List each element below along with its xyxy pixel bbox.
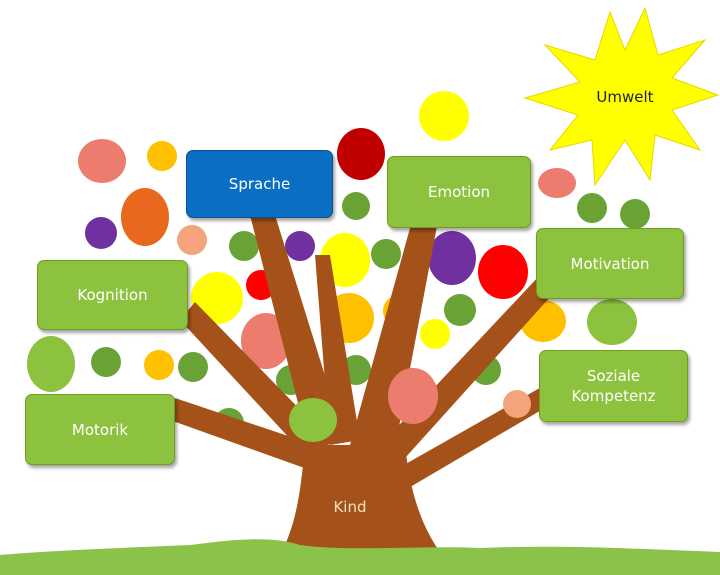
soziale-label: Soziale	[586, 367, 641, 385]
foreground-balls	[289, 368, 531, 442]
motivation-label: Motivation	[570, 254, 650, 273]
motorik-box: Motorik	[25, 394, 175, 465]
emotion-label: Emotion	[428, 183, 490, 201]
kompetenz-label: Kompetenz	[571, 387, 656, 405]
grass	[0, 539, 720, 575]
kognition-label: Kognition	[77, 286, 148, 304]
sprache-box: Sprache	[186, 150, 333, 218]
sun-label: Umwelt	[596, 88, 654, 106]
motivation-box: Motivation	[536, 228, 684, 299]
sun-shape	[523, 6, 720, 187]
kognition-box: Kognition	[37, 260, 188, 330]
emotion-box: Emotion	[387, 156, 531, 228]
center-label: Kind	[333, 498, 367, 516]
motorik-label: Motorik	[71, 420, 129, 439]
sprache-label: Sprache	[228, 175, 291, 193]
soziale-kompetenz-box: Soziale Kompetenz	[539, 350, 688, 422]
